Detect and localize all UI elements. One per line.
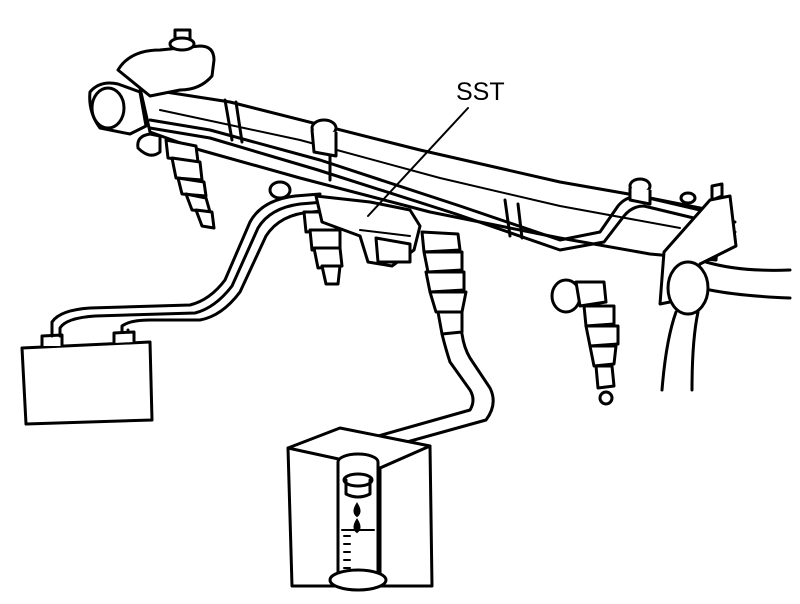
battery — [20, 330, 154, 426]
sst-leader-line — [367, 107, 469, 217]
graduated-cylinder — [328, 452, 388, 592]
sst-label: SST — [456, 78, 505, 106]
fuel-rail — [138, 86, 722, 262]
battery-leads — [50, 192, 332, 338]
sst-tool — [314, 194, 422, 268]
injector-4 — [550, 278, 620, 406]
right-hose — [660, 260, 792, 392]
injector-1 — [164, 138, 216, 230]
injector-3 — [420, 230, 468, 336]
rail-end-fitting — [88, 28, 216, 157]
